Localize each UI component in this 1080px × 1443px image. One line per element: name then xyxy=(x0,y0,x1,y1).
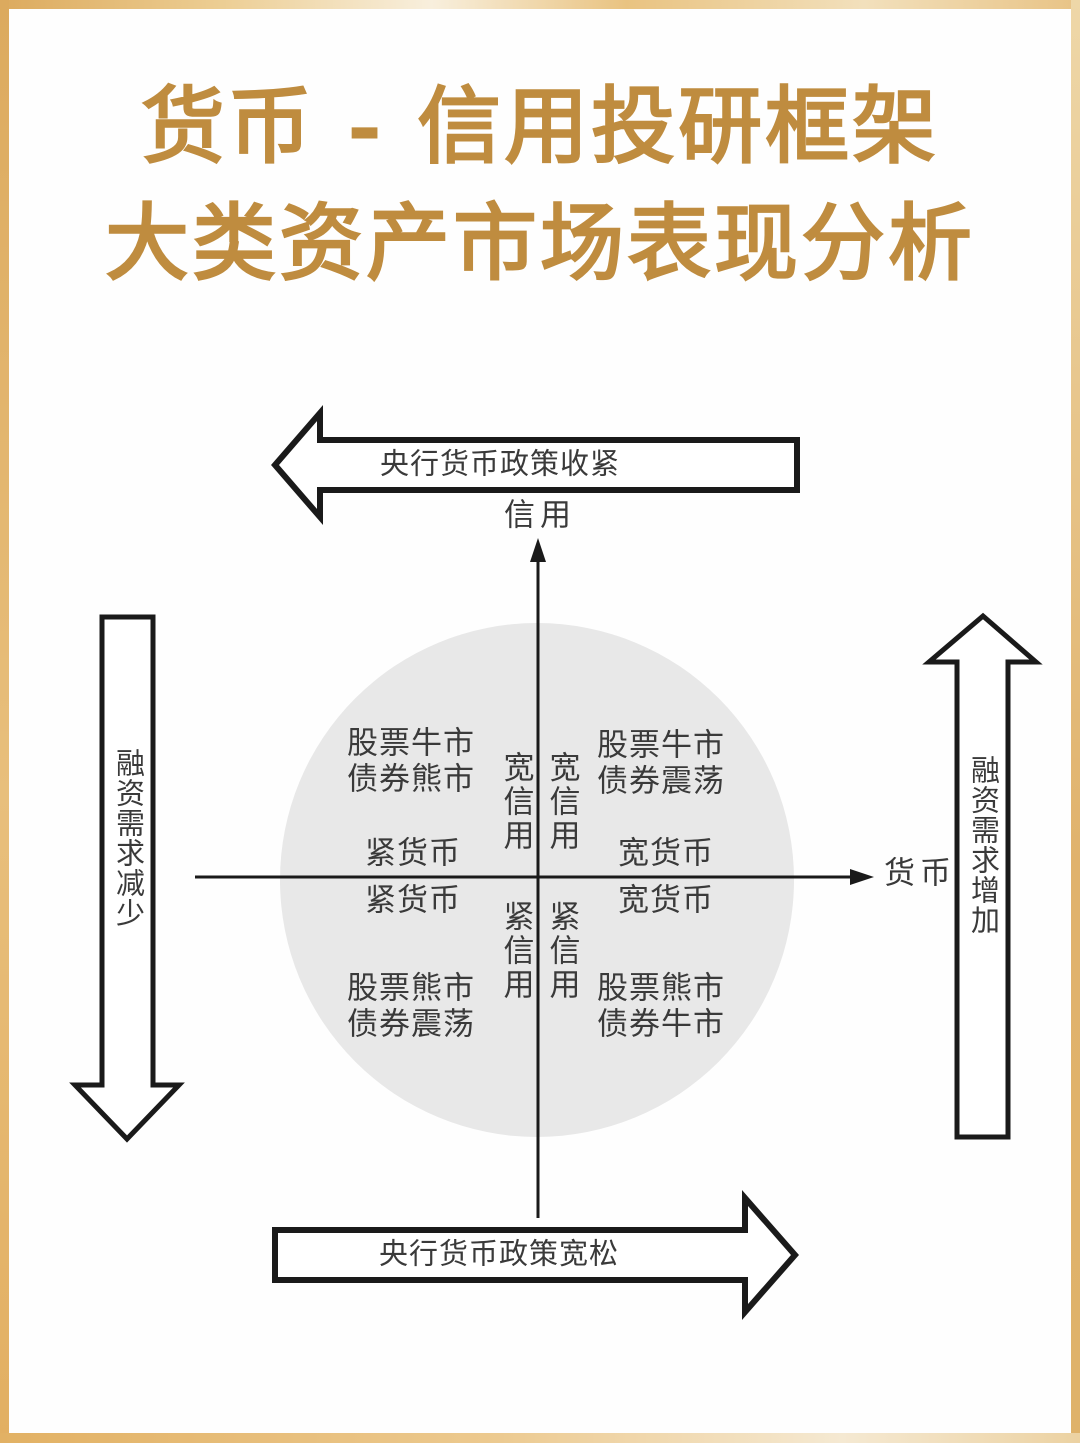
frame-border-right xyxy=(1071,0,1080,1443)
q-bottomleft-market-line1: 股票熊市 xyxy=(347,970,475,1007)
q-topleft-market-line2: 债券熊市 xyxy=(347,761,475,798)
bottom-banner-label: 央行货币政策宽松 xyxy=(378,1236,620,1271)
frame-border-left xyxy=(0,0,9,1443)
frame-border-bottom xyxy=(0,1433,1080,1443)
q-bottomleft-money-label: 紧货币 xyxy=(365,882,461,919)
right-up-pointing-arrow xyxy=(922,612,1043,1140)
q-bottomleft-credit-label: 紧信用 xyxy=(497,900,534,1002)
q-bottomright-market-line1: 股票熊市 xyxy=(597,970,725,1007)
q-bottomright-market-line2: 债券牛市 xyxy=(597,1006,725,1043)
q-topright-credit-label: 宽信用 xyxy=(543,751,580,853)
top-left-pointing-arrow xyxy=(271,404,800,526)
q-bottomleft-market-line2: 债券震荡 xyxy=(347,1006,475,1043)
q-bottomright-credit-label: 紧信用 xyxy=(543,900,580,1002)
credit-axis-label: 信用 xyxy=(504,497,576,534)
left-down-pointing-arrow xyxy=(69,614,185,1143)
horizontal-axis-arrowhead-icon xyxy=(850,869,874,885)
page-title-line1: 货币 - 信用投研框架 xyxy=(140,76,940,176)
vertical-axis-arrowhead-icon xyxy=(530,538,546,562)
q-topright-money-label: 宽货币 xyxy=(618,835,714,872)
q-topleft-money-label: 紧货币 xyxy=(365,835,461,872)
money-axis-label: 货币 xyxy=(884,855,956,892)
left-banner-label: 融资需求减少 xyxy=(111,748,146,928)
q-topright-market-line2: 债券震荡 xyxy=(597,763,725,800)
frame-border-top xyxy=(0,0,1080,9)
q-bottomright-money-label: 宽货币 xyxy=(618,882,714,919)
q-topleft-credit-label: 宽信用 xyxy=(497,751,534,853)
bottom-right-pointing-arrow xyxy=(272,1190,799,1320)
page-title-line2: 大类资产市场表现分析 xyxy=(104,193,976,293)
q-topright-market-line1: 股票牛市 xyxy=(597,727,725,764)
top-banner-label: 央行货币政策收紧 xyxy=(379,446,621,481)
q-topleft-market-line1: 股票牛市 xyxy=(347,725,475,762)
right-banner-label: 融资需求增加 xyxy=(966,755,1001,935)
